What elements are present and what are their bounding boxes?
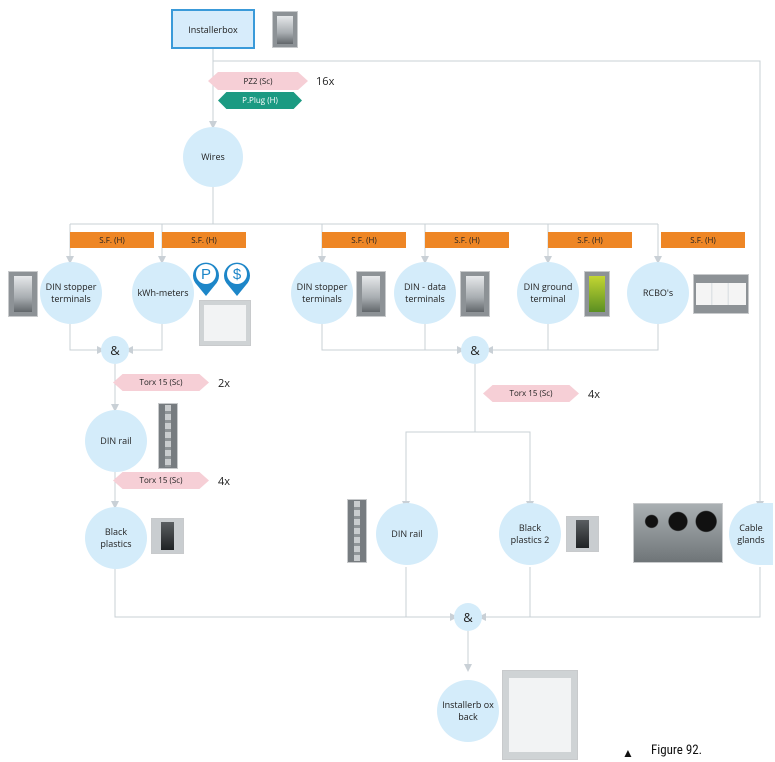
parking-pin-glyph: P [201,266,211,283]
root-node-installerbox: Installerbox [171,9,255,49]
merge-node-right: & [461,336,489,364]
din-data-photo [460,271,490,317]
tool-tag-torx-right: Torx 15 (Sc) [483,385,579,402]
din-stopper-photo-left [8,271,38,317]
installerbox-photo [272,11,298,48]
dollar-pin-icon: $ [224,262,250,296]
sf-tag-2: S.F. (H) [162,232,246,248]
sf-tag-3: S.F. (H) [322,232,406,248]
node-rcbos: RCBO's [627,262,689,324]
node-din-rail-right: DIN rail [376,503,438,565]
tool-tag-torx-2: Torx 15 (Sc) [113,472,209,489]
node-black-plastics: Black plastics [85,507,147,569]
caption-triangle-icon: ▲ [622,744,634,761]
dollar-pin-glyph: $ [233,266,242,283]
din-rail-photo-right [347,499,367,563]
din-rail-photo-left [158,403,178,469]
node-wires: Wires [183,127,243,187]
rcbo-photo [693,274,749,314]
tool-count-4x-left: 4x [218,474,231,489]
installerbox-back-photo [502,670,578,760]
sf-tag-6: S.F. (H) [661,232,745,248]
kwh-meter-photo [199,300,251,346]
node-din-rail-left: DIN rail [85,410,147,472]
tool-count-2x: 2x [218,376,231,391]
sf-tag-5: S.F. (H) [548,232,632,248]
figure-caption: Figure 92. [651,743,703,758]
sf-tag-4: S.F. (H) [425,232,509,248]
din-stopper-photo-right [356,271,386,317]
merge-node-bottom: & [454,603,482,631]
sf-tag-1: S.F. (H) [70,232,154,248]
node-black-plastics-2: Black plastics 2 [499,503,561,565]
node-din-data-terminals: DIN - data terminals [394,262,456,324]
node-din-stopper-terminals-left: DIN stopper terminals [40,262,102,324]
merge-node-left: & [101,336,129,364]
cable-glands-photo [633,503,723,563]
node-installerbox-back: Installerb ox back [437,680,499,742]
tool-tag-pz2: PZ2 (Sc) [208,72,308,90]
tool-count-16x: 16x [316,74,335,89]
node-cable-glands: Cable glands [729,503,773,565]
tool-count-4x-right: 4x [588,387,601,402]
tool-tag-torx-1: Torx 15 (Sc) [113,374,209,391]
black-plastics-2-photo [566,516,599,552]
node-kwh-meters: kWh-meters [132,262,194,324]
din-ground-photo [584,271,610,317]
node-din-ground-terminal: DIN ground terminal [517,262,579,324]
parking-pin-icon: P [193,262,219,296]
tool-tag-pplug: P.Plug (H) [218,92,302,109]
black-plastics-photo [151,518,184,554]
node-din-stopper-terminals-right: DIN stopper terminals [291,262,353,324]
